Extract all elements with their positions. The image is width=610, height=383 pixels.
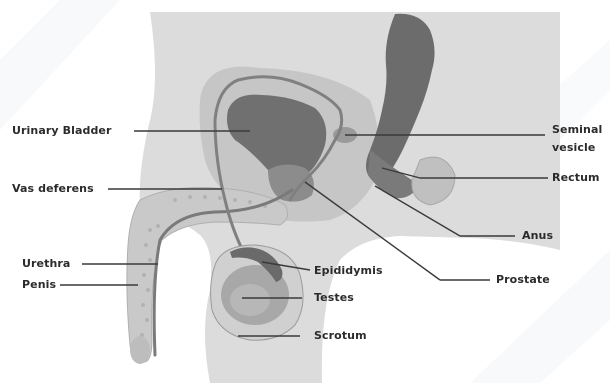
label-vas-deferens: Vas deferens bbox=[12, 182, 94, 195]
label-urethra: Urethra bbox=[22, 257, 70, 270]
label-urinary-bladder: Urinary Bladder bbox=[12, 124, 112, 137]
label-anus: Anus bbox=[522, 229, 553, 242]
testes-highlight bbox=[230, 284, 270, 316]
label-prostate: Prostate bbox=[496, 273, 550, 286]
label-rectum: Rectum bbox=[552, 171, 600, 184]
label-seminal-vesicle-line2: vesicle bbox=[552, 141, 595, 154]
label-testes: Testes bbox=[314, 291, 354, 304]
label-epididymis: Epididymis bbox=[314, 264, 383, 277]
glans-shape bbox=[130, 336, 150, 364]
label-seminal-vesicle-line1: Seminal bbox=[552, 123, 602, 136]
label-scrotum: Scrotum bbox=[314, 329, 367, 342]
label-penis: Penis bbox=[22, 278, 56, 291]
